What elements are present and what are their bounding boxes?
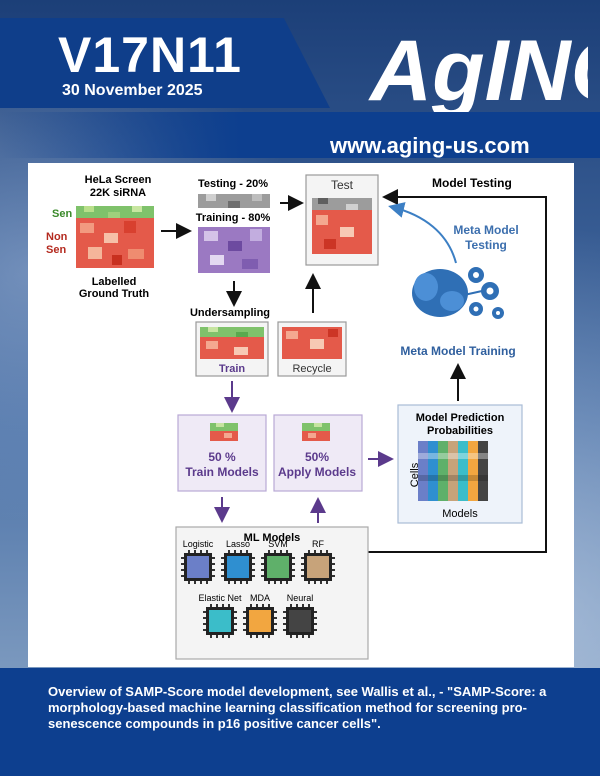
chip-core	[249, 610, 271, 632]
ml-model-chips: Logistic Lasso SVM RF Elastic Net MDA Neural	[181, 539, 335, 638]
chip-label: Logistic	[183, 539, 214, 549]
chip-core	[289, 610, 311, 632]
models-label: Models	[442, 508, 478, 520]
labelled-label-1: Labelled	[92, 276, 137, 288]
chip-core	[267, 556, 289, 578]
aging-logo: AgING	[368, 23, 588, 112]
labelled-heatmap	[76, 206, 154, 268]
chip-neural: Neural	[283, 593, 317, 638]
chip-label: Lasso	[226, 539, 250, 549]
testing-label: Testing - 20%	[198, 178, 268, 190]
train-models-label-1: 50 %	[208, 450, 236, 464]
model-testing-label: Model Testing	[432, 176, 512, 190]
train-models-label-2: Train Models	[185, 465, 259, 479]
journal-website[interactable]: www.aging-us.com	[330, 133, 530, 158]
caption-band	[0, 668, 600, 776]
apply-models-heatmap	[302, 423, 330, 441]
chip-core	[187, 556, 209, 578]
volume-issue: V17N11	[58, 27, 242, 83]
recycle-label: Recycle	[292, 363, 331, 375]
meta-testing-label-1: Meta Model	[453, 223, 518, 237]
chip-core	[209, 610, 231, 632]
meta-training-label: Meta Model Training	[400, 344, 515, 358]
chip-mda: MDA	[243, 593, 277, 638]
hela-title-1: HeLa Screen	[85, 174, 152, 186]
train-models-heatmap	[210, 423, 238, 441]
ml-models-title: ML Models	[244, 532, 301, 544]
header-band	[0, 18, 330, 108]
chip-label: RF	[312, 539, 324, 549]
non-label: Non	[46, 231, 68, 243]
chip-elastic-net: Elastic Net	[198, 593, 242, 638]
chip-lasso: Lasso	[221, 539, 255, 584]
chip-label: MDA	[250, 593, 270, 603]
prediction-title-1: Model Prediction	[416, 412, 505, 424]
hela-title-2: 22K siRNA	[90, 187, 146, 199]
issue-date: 30 November 2025	[62, 82, 203, 99]
train-label: Train	[219, 363, 246, 375]
undersampling-label: Undersampling	[190, 307, 270, 319]
chip-label: Neural	[287, 593, 314, 603]
labelled-label-2: Ground Truth	[79, 288, 150, 300]
recycle-heatmap	[282, 327, 342, 359]
cells-label: Cells	[409, 462, 421, 487]
aging-logo-text: AgING	[368, 23, 588, 112]
test-heatmap	[312, 198, 372, 254]
training-heatmap	[198, 227, 270, 273]
brain-gears-icon	[412, 267, 504, 319]
chip-rf: RF	[301, 539, 335, 584]
workflow-diagram: HeLa Screen 22K siRNA Sen Non Sen Labell…	[46, 174, 547, 660]
testing-heatmap	[198, 194, 270, 208]
train-heatmap	[200, 327, 264, 359]
chip-core	[307, 556, 329, 578]
apply-models-label-1: 50%	[305, 450, 329, 464]
test-label: Test	[331, 178, 354, 192]
sen-label: Sen	[52, 208, 72, 220]
apply-models-label-2: Apply Models	[278, 465, 356, 479]
cover-caption: Overview of SAMP-Score model development…	[48, 684, 547, 731]
figure-panel: HeLa Screen 22K siRNA Sen Non Sen Labell…	[28, 163, 574, 667]
chip-svm: SVM	[261, 539, 295, 584]
meta-testing-label-2: Testing	[465, 238, 507, 252]
chip-logistic: Logistic	[181, 539, 215, 584]
url-band	[0, 112, 600, 158]
chip-core	[227, 556, 249, 578]
chip-label: Elastic Net	[198, 593, 242, 603]
non-sen-label: Sen	[46, 244, 66, 256]
prediction-heatmap	[418, 441, 488, 501]
ml-models-box	[175, 526, 369, 660]
training-label: Training - 80%	[196, 212, 271, 224]
chip-label: SVM	[268, 539, 288, 549]
prediction-title-2: Probabilities	[427, 425, 493, 437]
